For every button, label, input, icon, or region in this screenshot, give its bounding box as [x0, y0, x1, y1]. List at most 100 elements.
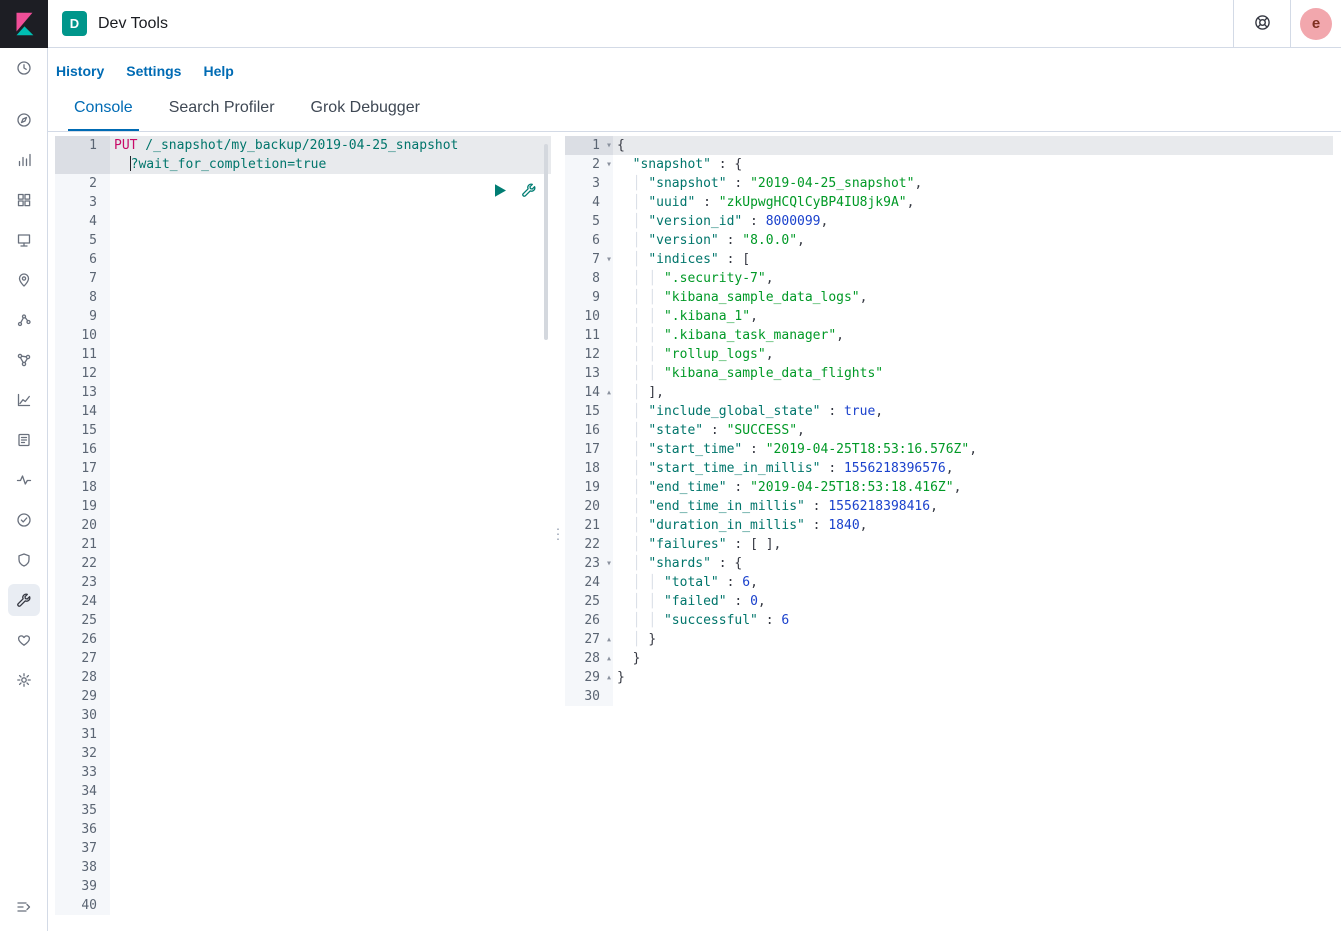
- send-request-button[interactable]: [494, 183, 507, 201]
- sidebar-item-dashboard[interactable]: [0, 180, 48, 220]
- sidebar-item-maps[interactable]: [0, 260, 48, 300]
- code-line-5[interactable]: 5 │ "version_id" : 8000099,: [565, 212, 1333, 231]
- code-line-16[interactable]: 16: [55, 440, 551, 459]
- tab-grok-debugger[interactable]: Grok Debugger: [305, 81, 426, 131]
- code-line-17[interactable]: 17 │ "start_time" : "2019-04-25T18:53:16…: [565, 440, 1333, 459]
- code-line-26[interactable]: 26 │ │ "successful" : 6: [565, 611, 1333, 630]
- code-line-7[interactable]: 7: [55, 269, 551, 288]
- sidebar-item-metrics[interactable]: [0, 380, 48, 420]
- code-line-25[interactable]: 25 │ │ "failed" : 0,: [565, 592, 1333, 611]
- code-line-2[interactable]: 2: [55, 174, 551, 193]
- code-line-22[interactable]: 22: [55, 554, 551, 573]
- code-line-6[interactable]: 6 │ "version" : "8.0.0",: [565, 231, 1333, 250]
- code-line-38[interactable]: 38: [55, 858, 551, 877]
- sidebar-item-recently-viewed[interactable]: [0, 48, 48, 88]
- fold-up-icon[interactable]: ▴: [605, 634, 612, 645]
- fold-down-icon[interactable]: ▾: [605, 558, 612, 569]
- code-line-24[interactable]: 24: [55, 592, 551, 611]
- code-line-8[interactable]: 8: [55, 288, 551, 307]
- code-line-26[interactable]: 26: [55, 630, 551, 649]
- user-avatar[interactable]: e: [1300, 7, 1332, 40]
- code-line-28[interactable]: 28▴ }: [565, 649, 1333, 668]
- sidebar-item-apm[interactable]: [0, 460, 48, 500]
- fold-down-icon[interactable]: ▾: [605, 254, 612, 265]
- collapse-nav-button[interactable]: [0, 887, 48, 927]
- code-line-3[interactable]: 3: [55, 193, 551, 212]
- sidebar-item-uptime[interactable]: [0, 500, 48, 540]
- code-line-21[interactable]: 21 │ "duration_in_millis" : 1840,: [565, 516, 1333, 535]
- code-line-20[interactable]: 20: [55, 516, 551, 535]
- sidebar-item-stack-monitoring[interactable]: [0, 620, 48, 660]
- code-line-1[interactable]: 1▾{: [565, 136, 1333, 155]
- tab-console[interactable]: Console: [68, 81, 139, 131]
- fold-down-icon[interactable]: ▾: [605, 159, 612, 170]
- code-line-28[interactable]: 28: [55, 668, 551, 687]
- code-line-27[interactable]: 27: [55, 649, 551, 668]
- code-line-11[interactable]: 11: [55, 345, 551, 364]
- code-line-5[interactable]: 5: [55, 231, 551, 250]
- code-line-15[interactable]: 15 │ "include_global_state" : true,: [565, 402, 1333, 421]
- sidebar-item-siem[interactable]: [0, 540, 48, 580]
- menu-link-help[interactable]: Help: [203, 63, 234, 79]
- code-line-35[interactable]: 35: [55, 801, 551, 820]
- code-line-13[interactable]: 13 │ │ "kibana_sample_data_flights": [565, 364, 1333, 383]
- code-line-39[interactable]: 39: [55, 877, 551, 896]
- tab-search-profiler[interactable]: Search Profiler: [163, 81, 281, 131]
- sidebar-item-management[interactable]: [0, 660, 48, 700]
- menu-link-settings[interactable]: Settings: [126, 63, 182, 79]
- code-line-12[interactable]: 12: [55, 364, 551, 383]
- code-line-29[interactable]: 29▴}: [565, 668, 1333, 687]
- code-line-16[interactable]: 16 │ "state" : "SUCCESS",: [565, 421, 1333, 440]
- code-line-24[interactable]: 24 │ │ "total" : 6,: [565, 573, 1333, 592]
- sidebar-item-dev-tools[interactable]: [0, 580, 48, 620]
- code-line-30[interactable]: 30: [565, 687, 1333, 706]
- code-line-22[interactable]: 22 │ "failures" : [ ],: [565, 535, 1333, 554]
- code-line-23[interactable]: 23▾ │ "shards" : {: [565, 554, 1333, 573]
- code-line-12[interactable]: 12 │ │ "rollup_logs",: [565, 345, 1333, 364]
- code-line-31[interactable]: 31: [55, 725, 551, 744]
- request-options-button[interactable]: [521, 182, 537, 201]
- fold-up-icon[interactable]: ▴: [605, 653, 612, 664]
- code-line-11[interactable]: 11 │ │ ".kibana_task_manager",: [565, 326, 1333, 345]
- sidebar-item-graph[interactable]: [0, 340, 48, 380]
- code-line-13[interactable]: 13: [55, 383, 551, 402]
- sidebar-item-visualize[interactable]: [0, 140, 48, 180]
- code-line-32[interactable]: 32: [55, 744, 551, 763]
- code-line-10[interactable]: 10 │ │ ".kibana_1",: [565, 307, 1333, 326]
- code-line-33[interactable]: 33: [55, 763, 551, 782]
- sidebar-item-discover[interactable]: [0, 100, 48, 140]
- dev-tools-space-badge[interactable]: D: [62, 11, 87, 36]
- code-line-wrap[interactable]: ?wait_for_completion=true: [55, 155, 551, 174]
- code-line-4[interactable]: 4: [55, 212, 551, 231]
- code-line-19[interactable]: 19 │ "end_time" : "2019-04-25T18:53:18.4…: [565, 478, 1333, 497]
- response-editor[interactable]: 1▾{2▾ "snapshot" : {3 │ "snapshot" : "20…: [565, 136, 1333, 931]
- sidebar-item-canvas[interactable]: [0, 220, 48, 260]
- code-line-20[interactable]: 20 │ "end_time_in_millis" : 155621839841…: [565, 497, 1333, 516]
- code-line-15[interactable]: 15: [55, 421, 551, 440]
- fold-up-icon[interactable]: ▴: [605, 672, 612, 683]
- code-line-36[interactable]: 36: [55, 820, 551, 839]
- code-line-18[interactable]: 18: [55, 478, 551, 497]
- code-line-14[interactable]: 14: [55, 402, 551, 421]
- code-line-17[interactable]: 17: [55, 459, 551, 478]
- help-menu-button[interactable]: [1243, 5, 1281, 43]
- code-line-2[interactable]: 2▾ "snapshot" : {: [565, 155, 1333, 174]
- sidebar-item-logs[interactable]: [0, 420, 48, 460]
- code-line-40[interactable]: 40: [55, 896, 551, 915]
- code-line-9[interactable]: 9: [55, 307, 551, 326]
- code-line-27[interactable]: 27▴ │ }: [565, 630, 1333, 649]
- code-line-18[interactable]: 18 │ "start_time_in_millis" : 1556218396…: [565, 459, 1333, 478]
- code-line-30[interactable]: 30: [55, 706, 551, 725]
- code-line-3[interactable]: 3 │ "snapshot" : "2019-04-25_snapshot",: [565, 174, 1333, 193]
- code-line-21[interactable]: 21: [55, 535, 551, 554]
- fold-down-icon[interactable]: ▾: [605, 140, 612, 151]
- code-line-14[interactable]: 14▴ │ ],: [565, 383, 1333, 402]
- fold-up-icon[interactable]: ▴: [605, 387, 612, 398]
- code-line-25[interactable]: 25: [55, 611, 551, 630]
- code-line-8[interactable]: 8 │ │ ".security-7",: [565, 269, 1333, 288]
- code-line-37[interactable]: 37: [55, 839, 551, 858]
- panel-resizer[interactable]: ⋮: [551, 136, 565, 931]
- code-line-19[interactable]: 19: [55, 497, 551, 516]
